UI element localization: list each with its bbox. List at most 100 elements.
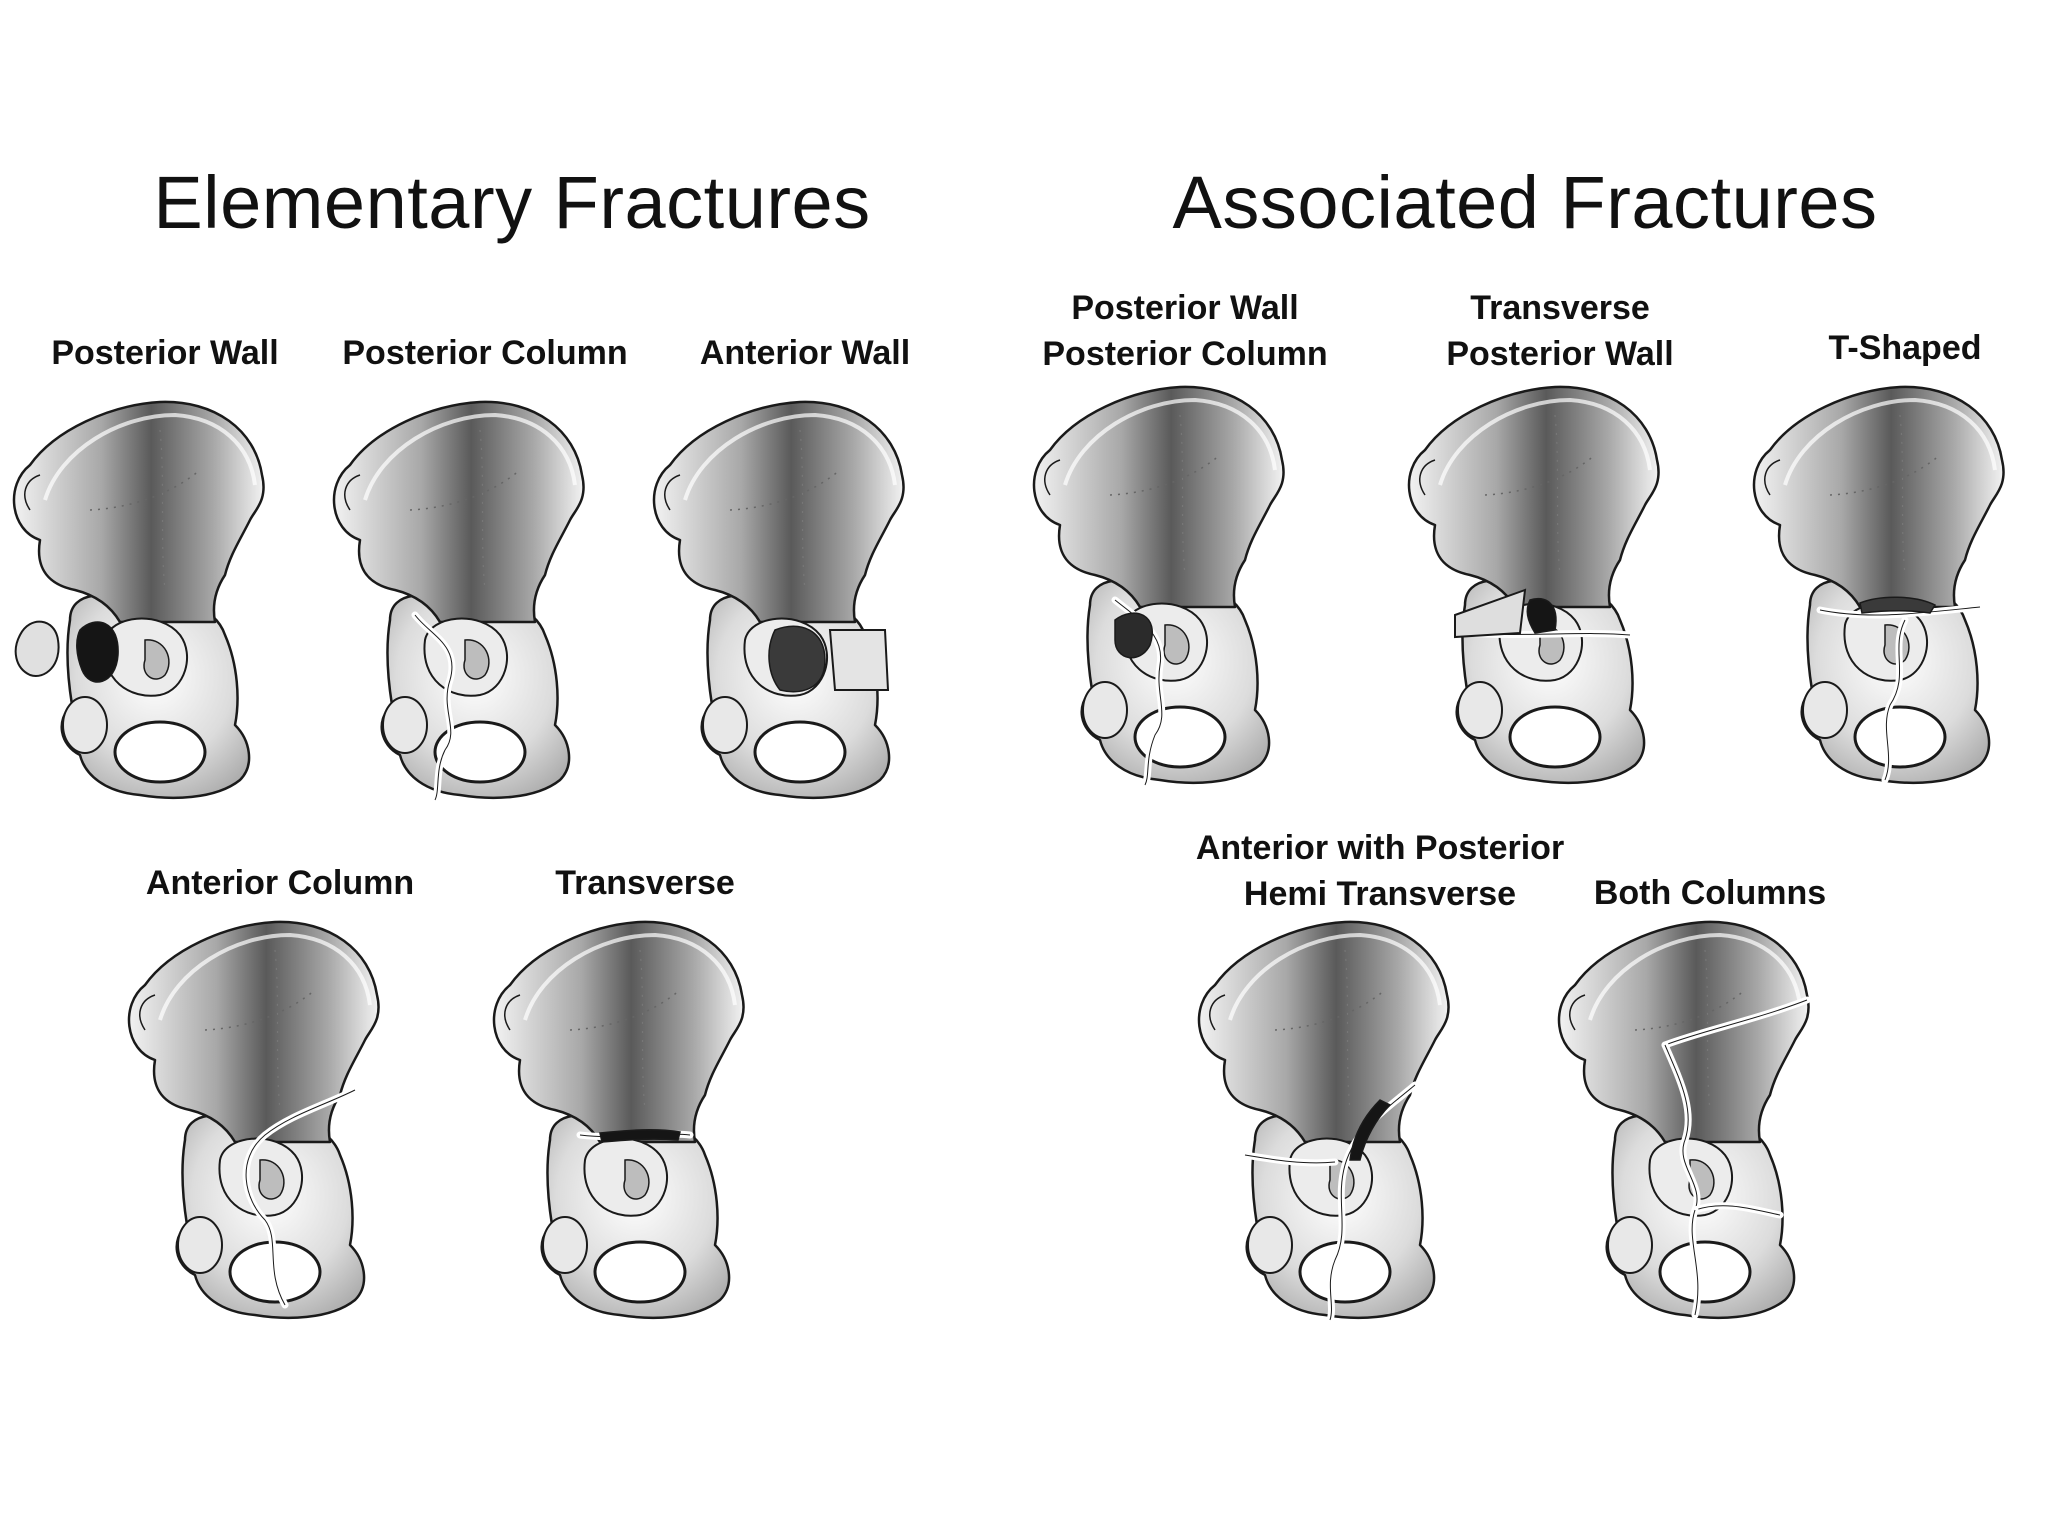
obturator-foramen	[433, 720, 527, 784]
figure-both-columns: Both Columns	[1545, 870, 1875, 1340]
pelvis-illustration-t-shaped	[1752, 385, 2005, 784]
caption-transverse: Transverse	[480, 860, 810, 906]
obturator-foramen	[1658, 1240, 1752, 1304]
posterior-wall-fracture-defect	[1526, 597, 1557, 634]
figure-anterior-column: Anterior Column	[115, 860, 445, 1340]
caption-line: Anterior Wall	[699, 334, 911, 372]
transverse-fracture-line-edge	[1819, 606, 1981, 616]
caption-line: Anterior with Posterior	[1195, 829, 1565, 867]
caption-line: Posterior Column	[1042, 335, 1328, 373]
acetabular-fossa	[463, 639, 490, 680]
elementary-fractures-title: Elementary Fractures	[153, 161, 871, 244]
anterior-column-fracture-line-edge	[245, 1089, 356, 1306]
ischial-tuberosity	[1607, 1216, 1653, 1274]
pelvis-ilium-wing	[127, 920, 380, 1144]
posterior-wall-fragment	[1454, 588, 1527, 639]
ischial-tuberosity	[1082, 681, 1128, 739]
pelvis-illustration-both-columns	[1557, 920, 1811, 1319]
pelvis-illustration-posterior-wall	[12, 400, 265, 799]
obturator-foramen	[753, 720, 847, 784]
figure-posterior-wall-posterior-column: Posterior Wall Posterior Column	[1020, 285, 1350, 805]
pelvis-ilium-wing	[1197, 920, 1450, 1144]
t-fracture-shadow	[1859, 596, 1937, 614]
iliac-crest-highlight	[363, 412, 577, 501]
iliac-spine-detail	[1044, 459, 1061, 496]
posterior-hemi-transverse-fracture-line-edge	[1244, 1154, 1336, 1164]
figure-posterior-wall: Posterior Wall	[0, 330, 330, 820]
ischial-tuberosity	[542, 1216, 588, 1274]
t-stem-fracture-line-edge	[1884, 619, 1906, 781]
pelvis-illustration-posterior-column	[332, 400, 585, 804]
iliac-spine-detail	[344, 474, 361, 511]
pelvis-illustration-transverse-posterior-wall	[1407, 385, 1660, 784]
caption-line: Transverse	[1470, 289, 1650, 327]
posterior-wall-fracture-defect	[1114, 612, 1153, 659]
caption-posterior-wall: Posterior Wall	[0, 330, 330, 376]
obturator-foramen	[1508, 705, 1602, 769]
caption-posterior-column: Posterior Column	[320, 330, 650, 376]
ischial-tuberosity	[382, 696, 428, 754]
pelvis-illustration-transverse	[492, 920, 745, 1319]
pelvis-ilium-wing	[1407, 385, 1660, 609]
iliac-spine-detail	[1209, 994, 1226, 1031]
figure-t-shaped: T-Shaped	[1740, 325, 2048, 805]
figure-posterior-column: Posterior Column	[320, 330, 650, 820]
caption-line: Hemi Transverse	[1243, 875, 1517, 913]
iliac-wing-fracture-line-edge	[1664, 999, 1808, 1046]
iliac-crest-highlight	[523, 932, 737, 1021]
caption-line: T-Shaped	[1828, 329, 1982, 367]
pelvis-illustration-anterior-wall	[652, 400, 905, 799]
pelvis-illustration-posterior-wall-posterior-column	[1032, 385, 1285, 789]
caption-anterior-wall: Anterior Wall	[640, 330, 970, 376]
ischial-tuberosity	[702, 696, 748, 754]
obturator-foramen	[1298, 1240, 1392, 1304]
caption-line: Posterior Wall	[1071, 289, 1299, 327]
iliac-crest-highlight	[43, 412, 257, 501]
caption-transverse-posterior-wall: Transverse Posterior Wall	[1395, 285, 1725, 377]
caption-anterior-column: Anterior Column	[115, 860, 445, 906]
caption-line: Posterior Wall	[51, 334, 279, 372]
caption-t-shaped: T-Shaped	[1740, 325, 2048, 371]
pelvis-ilium-wing	[1557, 920, 1810, 1144]
pelvis-ilium-wing	[652, 400, 905, 624]
ischial-tuberosity	[62, 696, 108, 754]
both-columns-fracture-line-inferior-edge	[1691, 1209, 1699, 1316]
caption-line: Both Columns	[1593, 874, 1827, 912]
iliac-crest-highlight	[1063, 397, 1277, 486]
iliac-crest-highlight	[158, 932, 372, 1021]
both-columns-fracture-line-anterior-edge	[1694, 1205, 1781, 1216]
iliac-spine-detail	[504, 994, 521, 1031]
caption-line: Posterior Column	[342, 334, 628, 372]
ischial-tuberosity	[1457, 681, 1503, 739]
caption-line: Transverse	[555, 864, 735, 902]
ischial-tuberosity	[1247, 1216, 1293, 1274]
iliac-crest-highlight	[1783, 397, 1997, 486]
acetabular-fossa	[623, 1159, 650, 1200]
acetabular-fossa	[258, 1159, 285, 1200]
figure-anterior-wall: Anterior Wall	[640, 330, 970, 820]
figure-anterior-posterior-hemi-transverse: Anterior with Posterior Hemi Transverse	[1185, 825, 1564, 1340]
caption-posterior-wall-posterior-column: Posterior Wall Posterior Column	[1020, 285, 1350, 377]
iliac-crest-highlight	[683, 412, 897, 501]
posterior-wall-fracture-defect	[76, 621, 119, 683]
acetabular-fossa	[143, 639, 170, 680]
caption-line: Posterior Wall	[1446, 335, 1674, 373]
pelvis-ilium-wing	[332, 400, 585, 624]
anterior-wall-fragment	[828, 629, 890, 691]
ischial-tuberosity	[1802, 681, 1848, 739]
iliac-crest-highlight	[1588, 932, 1802, 1021]
anterior-fracture-shadow	[1349, 1099, 1392, 1161]
caption-both-columns: Both Columns	[1545, 870, 1875, 916]
obturator-foramen	[593, 1240, 687, 1304]
both-columns-fracture-line-posterior-edge	[1664, 1044, 1698, 1211]
caption-anterior-posterior-hemi-transverse: Anterior with Posterior Hemi Transverse	[1165, 825, 1595, 917]
associated-fractures-title: Associated Fractures	[1172, 161, 1878, 244]
pelvis-ilium-wing	[1032, 385, 1285, 609]
iliac-spine-detail	[24, 474, 41, 511]
caption-line: Anterior Column	[145, 864, 415, 902]
anterior-wall-fracture-defect	[768, 625, 826, 693]
figure-transverse: Transverse	[480, 860, 810, 1340]
iliac-spine-detail	[1764, 459, 1781, 496]
pelvis-illustration-anterior-posterior-hemi-transverse	[1197, 920, 1450, 1324]
pelvis-illustration-anterior-column	[127, 920, 380, 1319]
